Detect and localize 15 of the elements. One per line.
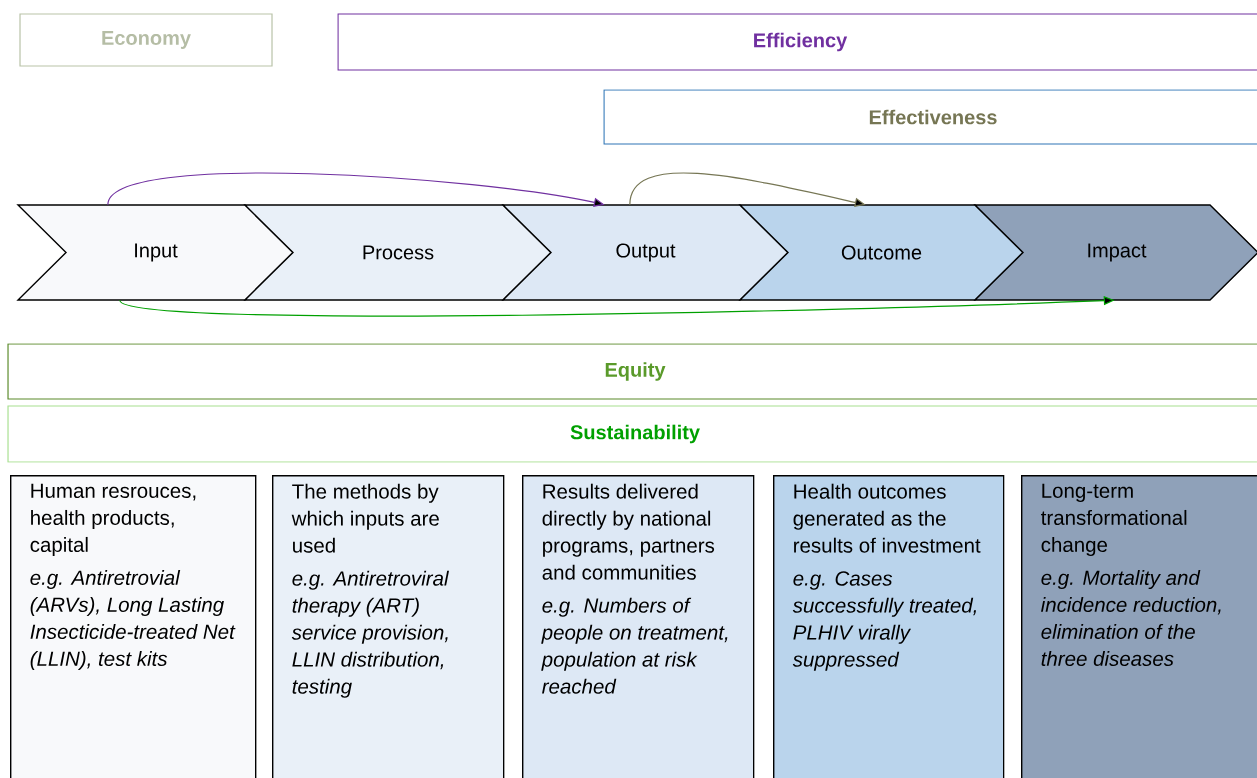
chevron-step: Process <box>243 204 552 301</box>
heading-band: Sustainability <box>7 405 1257 463</box>
chevron-step: Impact <box>973 204 1257 301</box>
chevron-step: Outcome <box>738 204 1024 301</box>
heading-band: Economy <box>19 13 273 67</box>
description-box: Long-term transformational change e.g. Mortality and incidence reduction, elimination of the three diseases <box>1021 475 1257 778</box>
chevron-step: Input <box>16 204 294 301</box>
heading-band: Efficiency <box>337 13 1257 71</box>
heading-band: Effectiveness <box>603 89 1257 145</box>
description-box: The methods by which inputs are used e.g. Antiretroviral therapy (ART) service provision, LLIN distribution, testing <box>272 475 505 778</box>
description-box: Results delivered directly by national programs, partners and communities e.g. Numbers of people on treatment, population at risk reached <box>522 475 755 778</box>
description-box: Human resrouces, health products, capital e.g. Antiretrovial (ARVs), Long Lasting Insecticide-treated Net (LLIN), test kits <box>10 475 257 778</box>
chevron-step: Output <box>501 204 789 301</box>
heading-band: Equity <box>7 343 1257 400</box>
description-box: Health outcomes generated as the results of investment e.g. Cases successfully treated, PLHIV virally suppressed <box>773 475 1005 778</box>
